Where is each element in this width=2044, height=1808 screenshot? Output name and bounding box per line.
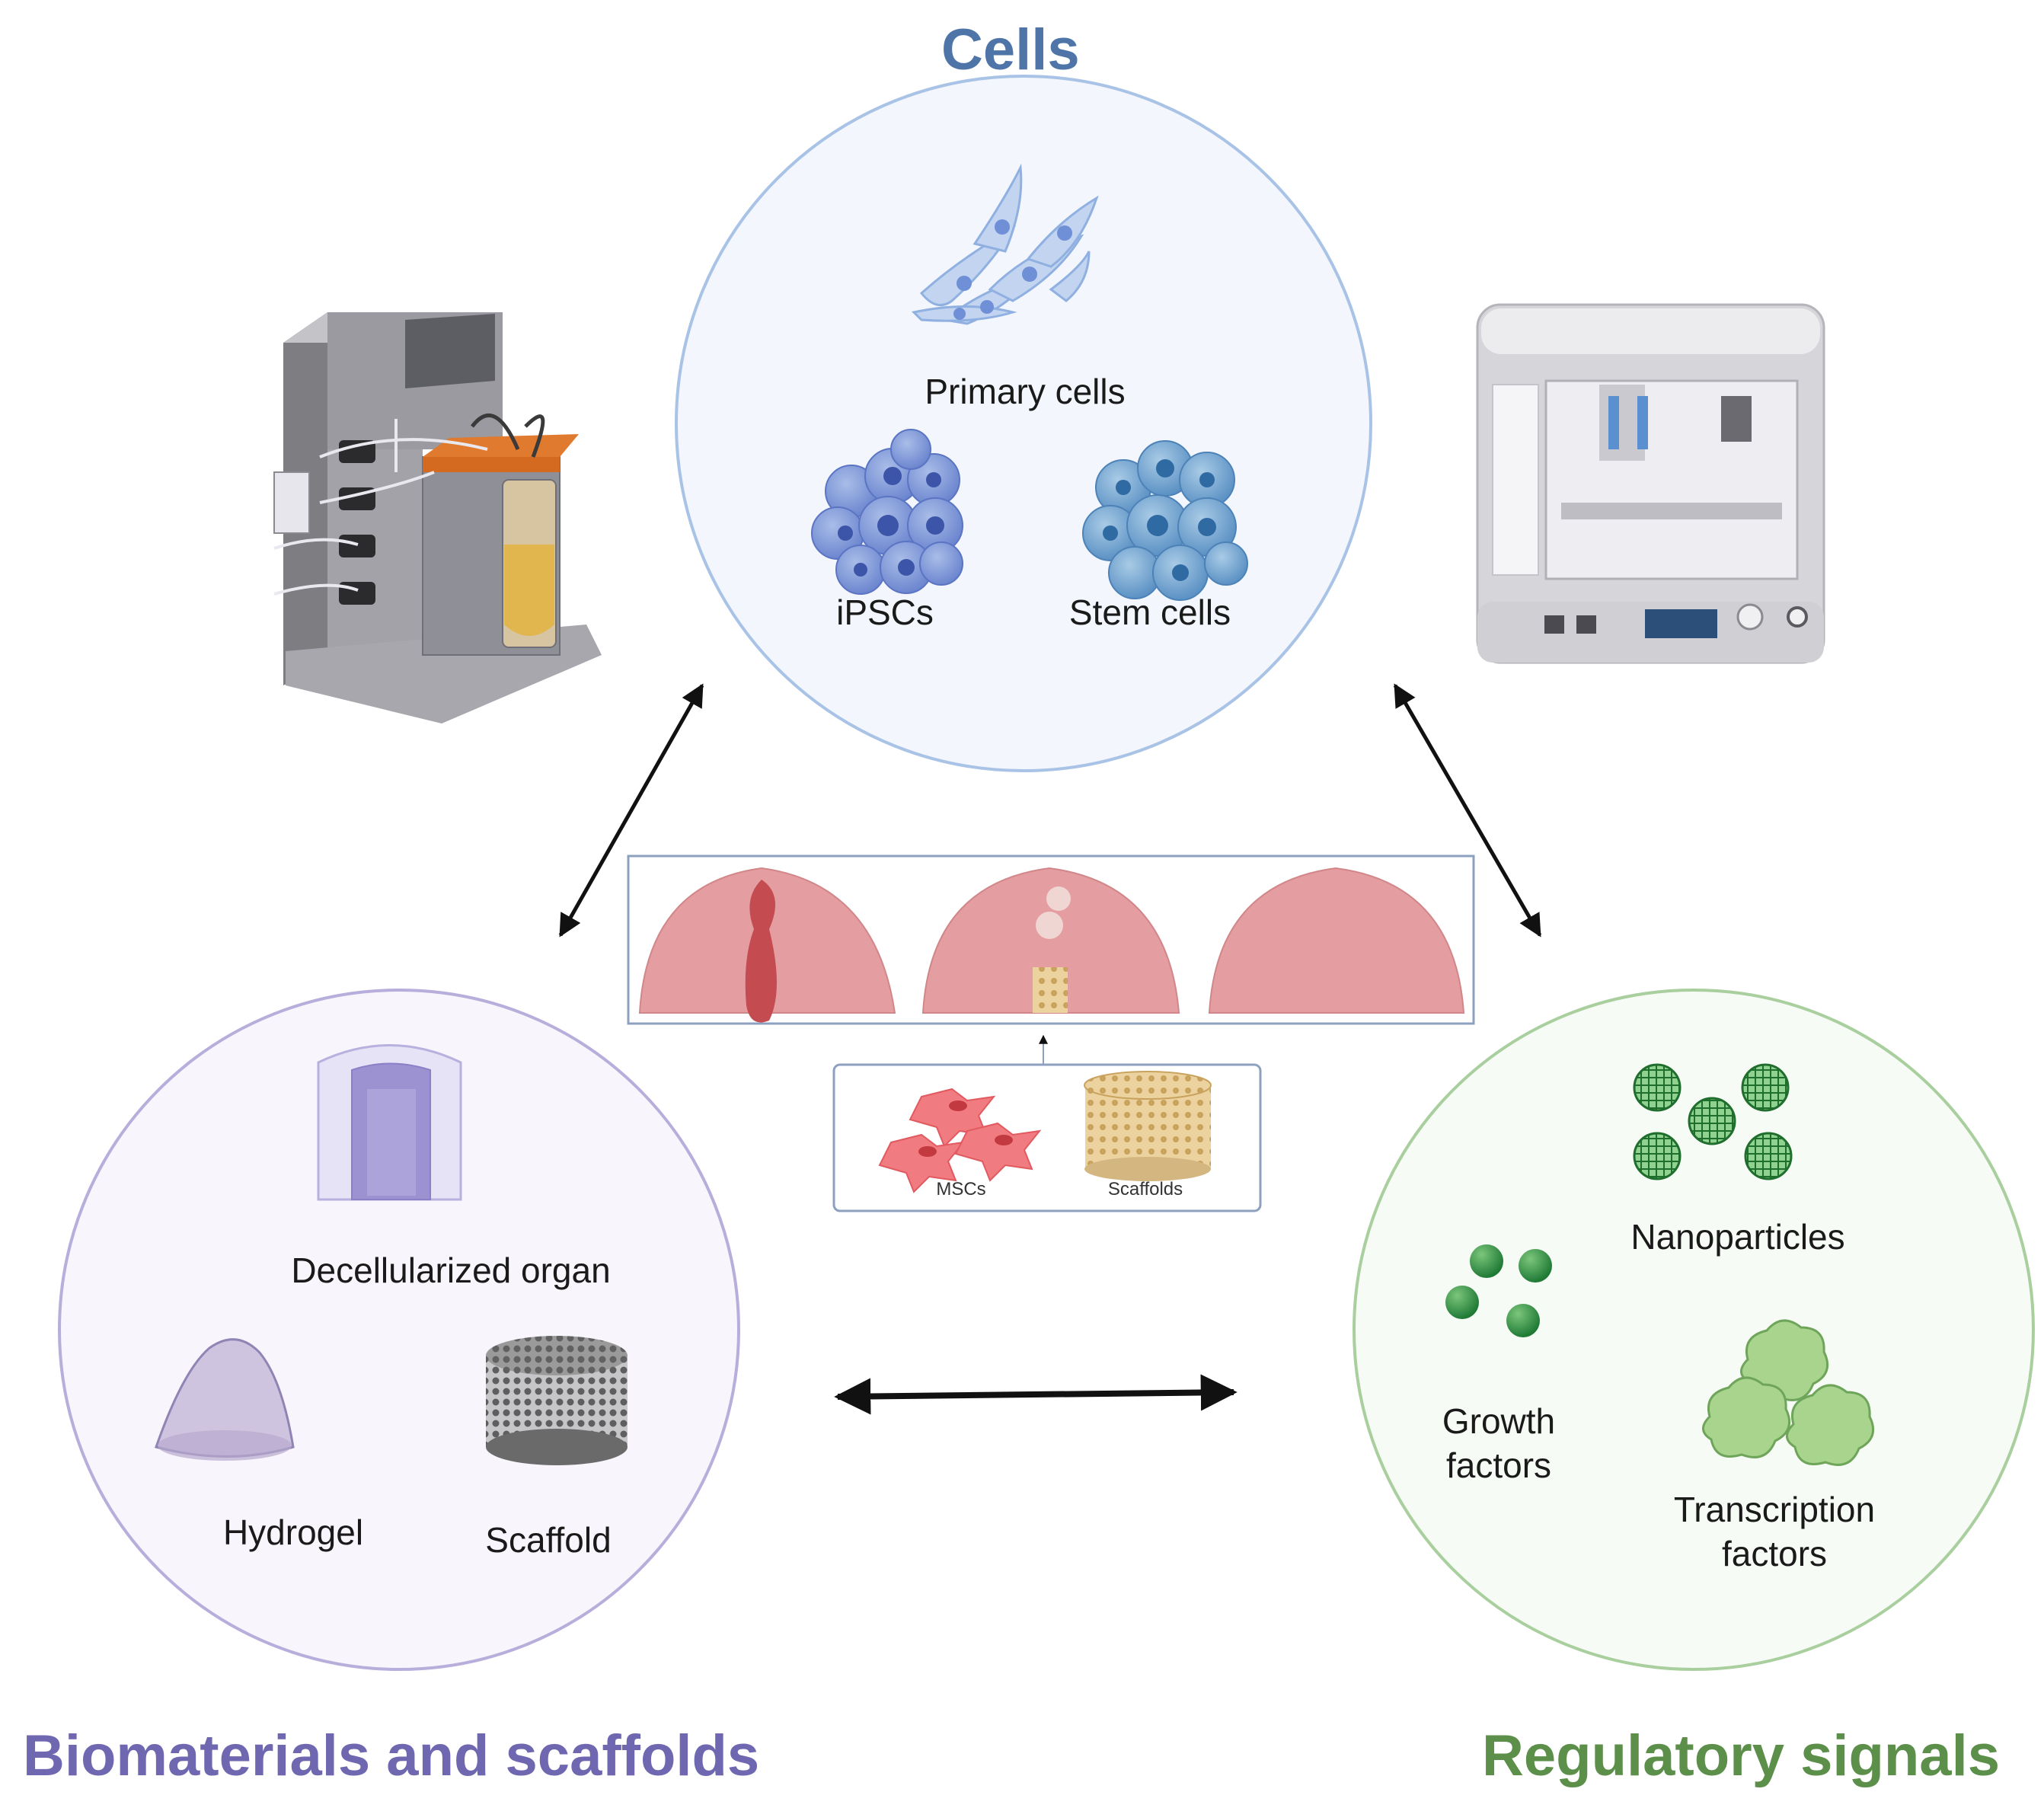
hydrogel-icon [155,1338,295,1461]
bioprinter-icon [1476,303,1825,664]
mscs-icon [878,1088,1042,1193]
ipscs-icon [811,429,963,595]
biomaterials-title: Biomaterials and scaffolds [23,1723,760,1788]
primary-cells-label: Primary cells [925,372,1126,411]
cells-title: Cells [941,18,1080,82]
palate-treated-icon [921,867,1180,1014]
mscs-label: MSCs [936,1179,986,1199]
biomaterials-circle [58,989,740,1671]
bioreactor-icon [273,312,602,724]
palate-cleft-icon [638,867,896,1023]
scaffold-icon [486,1336,628,1465]
ipscs-label: iPSCs [836,593,934,632]
arrow-cells-regulatory [1393,683,1542,938]
decellularized-organ-icon [317,1044,462,1201]
decellularized-organ-label: Decellularized organ [291,1251,611,1290]
nanoparticles-label: Nanoparticles [1630,1217,1845,1257]
cells-circle [675,75,1372,772]
regulatory-title: Regulatory signals [1482,1723,2000,1788]
palate-panel [627,854,1475,1025]
growth-factors-icon [1445,1244,1552,1337]
scaffold-label: Scaffold [485,1520,612,1560]
hydrogel-label: Hydrogel [222,1513,364,1552]
growth-factors-line1: Growth [1442,1401,1556,1441]
mscs-scaffolds-panel [832,1063,1262,1212]
transcription-factors-line1: Transcription [1673,1490,1876,1529]
scaffolds-label: Scaffolds [1107,1179,1183,1199]
transcription-factors-label: Transcription factors [1674,1488,1875,1576]
stem-cells-icon [1082,440,1248,601]
palate-healed-icon [1208,867,1465,1014]
arrow-biomaterials-regulatory [834,1374,1238,1415]
arrow-cells-biomaterials [558,683,704,938]
transcription-factors-line2: factors [1721,1533,1828,1573]
nanoparticles-icon [1633,1063,1793,1180]
stem-cells-label: Stem cells [1068,593,1231,632]
growth-factors-line2: factors [1445,1445,1552,1485]
regulatory-circle [1353,989,2035,1671]
transcription-factors-icon [1702,1319,1875,1466]
scaffolds-icon [1084,1071,1212,1181]
growth-factors-label: Growth factors [1442,1400,1555,1487]
